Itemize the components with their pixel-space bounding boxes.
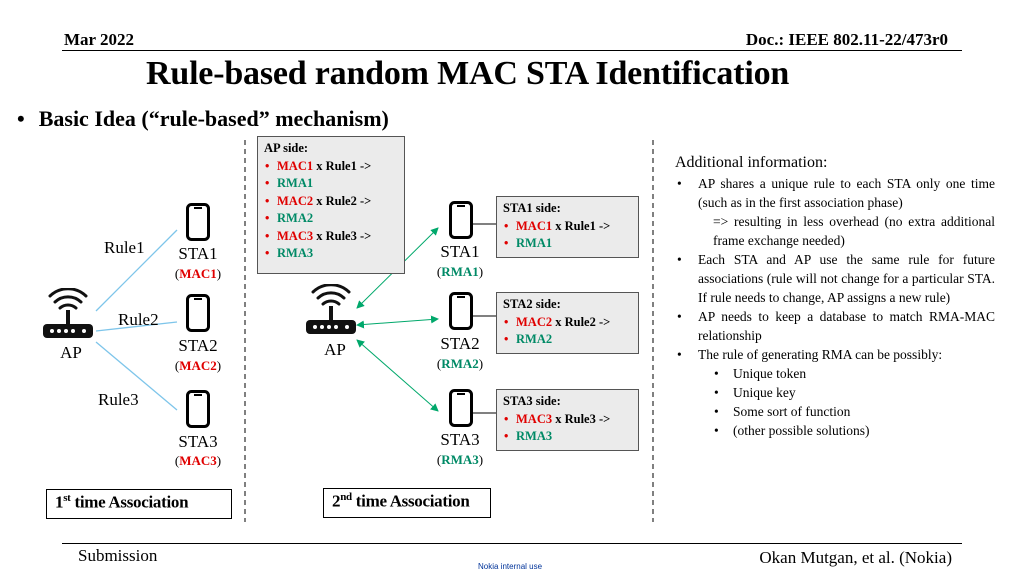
sta-side-heading: STA3 side:: [503, 394, 561, 408]
info-item-continuation: => resulting in less overhead (no extra …: [713, 214, 995, 248]
subtitle: • Basic Idea (“rule-based” mechanism): [17, 106, 389, 132]
sta-id: (MAC1): [174, 266, 222, 281]
sta-label: STA1: [440, 242, 480, 261]
sta-side-heading: STA1 side:: [503, 201, 561, 215]
footer-submission: Submission: [78, 546, 158, 565]
ap-label-left: AP: [60, 343, 82, 362]
info-subitem: Some sort of function: [709, 402, 995, 421]
sta-side-rma: RMA3: [503, 428, 632, 446]
wifi-router-icon: [303, 284, 359, 340]
smartphone-icon: [186, 203, 210, 241]
sta-id: (RMA2): [436, 356, 484, 371]
ap-side-rma: RMA2: [264, 210, 398, 228]
header-doc-id: Doc.: IEEE 802.11-22/473r0: [745, 30, 948, 49]
rule-label-2: Rule2: [118, 310, 159, 329]
footer-classification: Nokia internal use: [478, 562, 543, 571]
footer-divider: [62, 543, 962, 544]
header-divider: [62, 50, 962, 51]
subtitle-bullet: •: [17, 106, 25, 131]
sta1-side-box: STA1 side: MAC1 x Rule1 -> RMA1: [496, 196, 639, 258]
sta-side-row: MAC3 x Rule3 ->: [503, 411, 632, 429]
sta-label: STA2: [178, 336, 218, 355]
info-subitem: Unique token: [709, 364, 995, 383]
association-label-1st: 1st time Association: [46, 489, 232, 519]
smartphone-icon: [449, 292, 473, 330]
sta-id: (MAC3): [174, 453, 222, 468]
info-item: Each STA and AP use the same rule for fu…: [675, 250, 995, 307]
info-item: AP shares a unique rule to each STA only…: [675, 174, 995, 212]
sta-id: (RMA3): [436, 452, 484, 467]
ap-side-heading: AP side:: [264, 141, 309, 155]
link-ap-sta2-right: [356, 315, 439, 329]
ap-side-row: MAC1 x Rule1 ->: [264, 158, 398, 176]
header-date: Mar 2022: [64, 30, 135, 49]
subtitle-text: Basic Idea (“rule-based” mechanism): [38, 106, 389, 131]
sta3-side-box: STA3 side: MAC3 x Rule3 -> RMA3: [496, 389, 639, 451]
ap-side-row: MAC2 x Rule2 ->: [264, 193, 398, 211]
link-ap-sta1-left: [95, 229, 178, 312]
link-ap-sta2-left: [95, 321, 178, 332]
smartphone-icon: [186, 294, 210, 332]
info-subitem: Unique key: [709, 383, 995, 402]
sta-id: (MAC2): [174, 358, 222, 373]
rule-label-1: Rule1: [104, 238, 145, 257]
sta-id: (RMA1): [436, 264, 484, 279]
ap-side-rma: RMA3: [264, 245, 398, 263]
info-subitem: (other possible solutions): [709, 421, 995, 440]
ap-side-row: MAC3 x Rule3 ->: [264, 228, 398, 246]
info-item: AP needs to keep a database to match RMA…: [675, 307, 995, 345]
smartphone-icon: [449, 201, 473, 239]
sta2-side-box: STA2 side: MAC2 x Rule2 -> RMA2: [496, 292, 639, 354]
info-item: The rule of generating RMA can be possib…: [675, 345, 995, 440]
sta-side-heading: STA2 side:: [503, 297, 561, 311]
sta-label: STA3: [178, 432, 218, 451]
sta-side-rma: RMA2: [503, 331, 632, 349]
ap-side-rma: RMA1: [264, 175, 398, 193]
additional-info-title: Additional information:: [675, 154, 828, 171]
smartphone-icon: [186, 390, 210, 428]
rule-label-3: Rule3: [98, 390, 139, 409]
ap-label-right: AP: [324, 340, 346, 359]
sta-side-row: MAC2 x Rule2 ->: [503, 314, 632, 332]
sta-side-rma: RMA1: [503, 235, 632, 253]
additional-info: Additional information: AP shares a uniq…: [675, 153, 995, 440]
wifi-router-icon: [40, 288, 96, 344]
smartphone-icon: [449, 389, 473, 427]
ap-side-box: AP side: MAC1 x Rule1 -> RMA1 MAC2 x Rul…: [257, 136, 405, 274]
sta-label: STA2: [440, 334, 480, 353]
association-label-2nd: 2nd time Association: [323, 488, 491, 518]
sta-label: STA3: [440, 430, 480, 449]
slide-title: Rule-based random MAC STA Identification: [146, 55, 790, 92]
link-ap-sta3-left: [95, 341, 178, 411]
sta-label: STA1: [178, 244, 218, 263]
footer-authors: Okan Mutgan, et al. (Nokia): [759, 548, 952, 567]
link-ap-sta3-right: [356, 339, 439, 412]
sta-side-row: MAC1 x Rule1 ->: [503, 218, 632, 236]
